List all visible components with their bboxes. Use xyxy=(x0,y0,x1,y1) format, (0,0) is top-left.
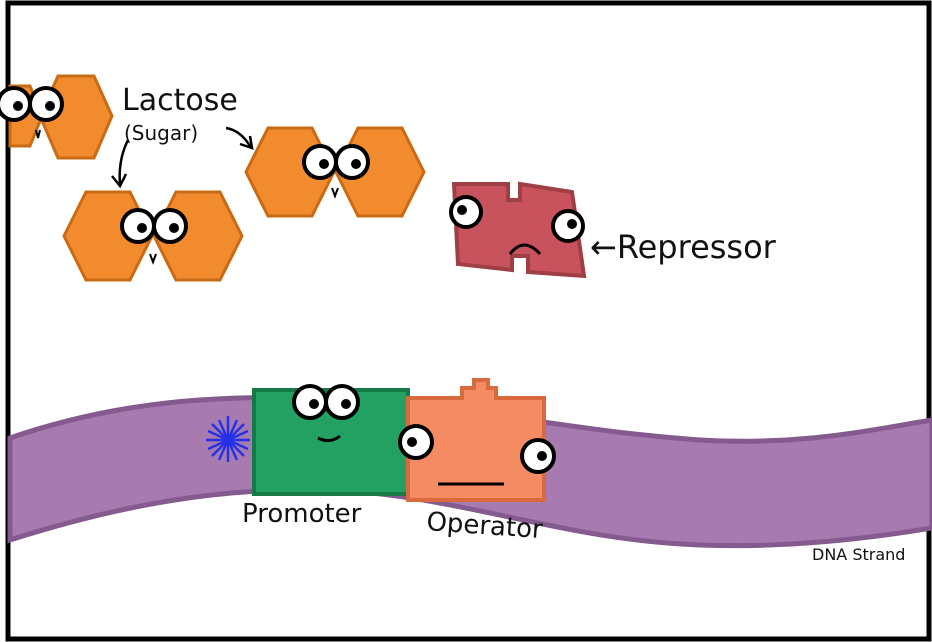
promoter-block xyxy=(254,386,408,494)
operator-block xyxy=(400,380,554,500)
repressor-protein xyxy=(451,184,584,276)
dna-strand-label: DNA Strand xyxy=(812,545,905,564)
lactose-molecule xyxy=(0,76,112,158)
repressor-label: ←Repressor xyxy=(590,228,777,266)
promoter-label: Promoter xyxy=(242,499,362,529)
lactose-molecule xyxy=(246,128,424,216)
lactose-molecule xyxy=(64,192,242,280)
sugar-label: (Sugar) xyxy=(124,121,198,145)
lactose-label: Lactose xyxy=(122,83,238,118)
